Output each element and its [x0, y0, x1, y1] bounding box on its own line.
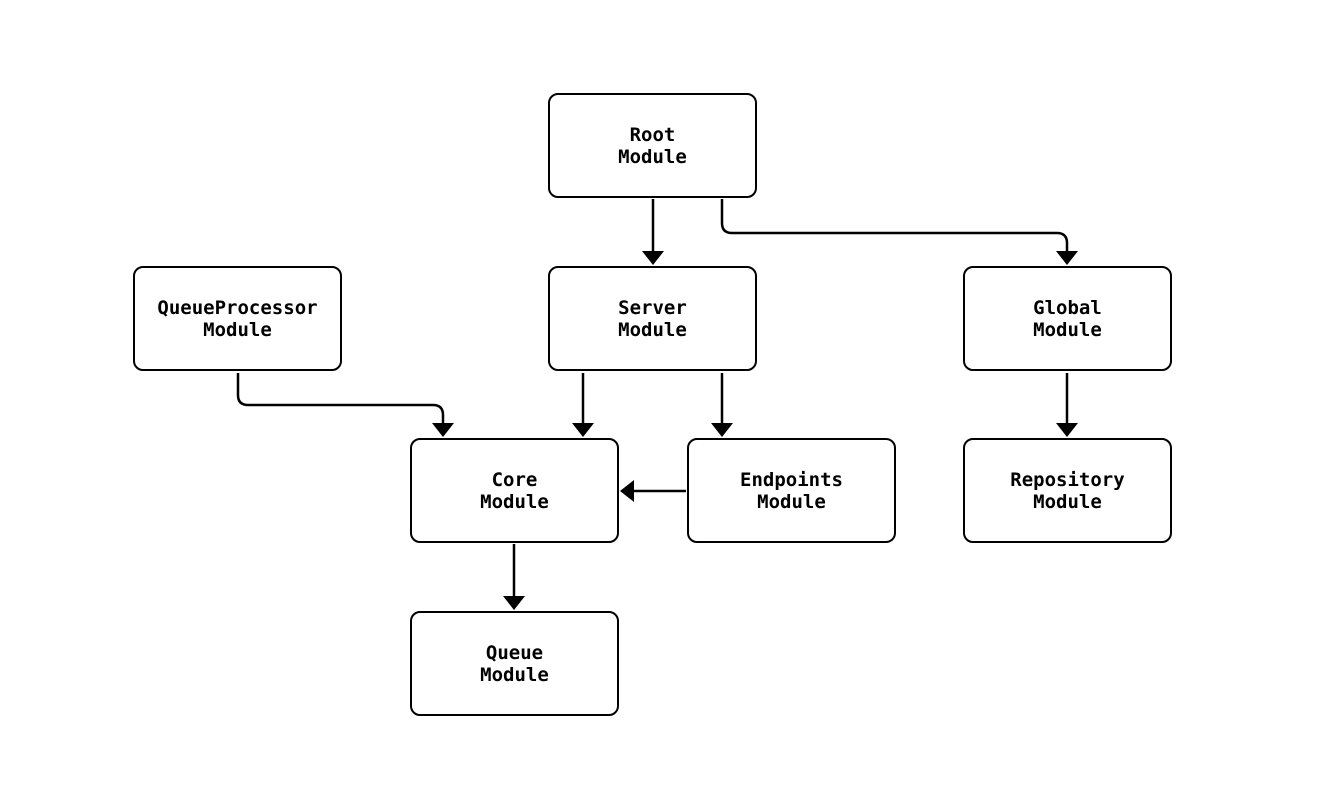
node-core-module: Core Module	[410, 438, 619, 543]
edge-queueprocessor-to-core	[236, 373, 454, 437]
node-queue-module: Queue Module	[410, 611, 619, 716]
node-label-line: Module	[480, 490, 549, 513]
node-label-line: Queue	[485, 641, 544, 664]
node-label-line: Module	[757, 490, 826, 513]
node-repository-module: Repository Module	[963, 438, 1172, 543]
edge-root-to-global	[720, 199, 1078, 265]
node-label-line: Module	[203, 318, 272, 341]
node-queueprocessor-module: QueueProcessor Module	[133, 266, 342, 371]
node-label-line: Root	[629, 123, 676, 146]
node-label-line: QueueProcessor	[157, 296, 318, 319]
node-label-line: Module	[1033, 490, 1102, 513]
node-root-module: Root Module	[548, 93, 757, 198]
node-label-line: Server	[618, 296, 687, 319]
node-label-line: Module	[618, 318, 687, 341]
node-label-line: Module	[618, 145, 687, 168]
node-label-line: Module	[480, 663, 549, 686]
node-label-line: Core	[491, 468, 538, 491]
node-label-line: Global	[1033, 296, 1102, 319]
node-label-line: Repository	[1010, 468, 1125, 491]
node-label-line: Endpoints	[740, 468, 843, 491]
node-global-module: Global Module	[963, 266, 1172, 371]
node-server-module: Server Module	[548, 266, 757, 371]
node-label-line: Module	[1033, 318, 1102, 341]
node-endpoints-module: Endpoints Module	[687, 438, 896, 543]
